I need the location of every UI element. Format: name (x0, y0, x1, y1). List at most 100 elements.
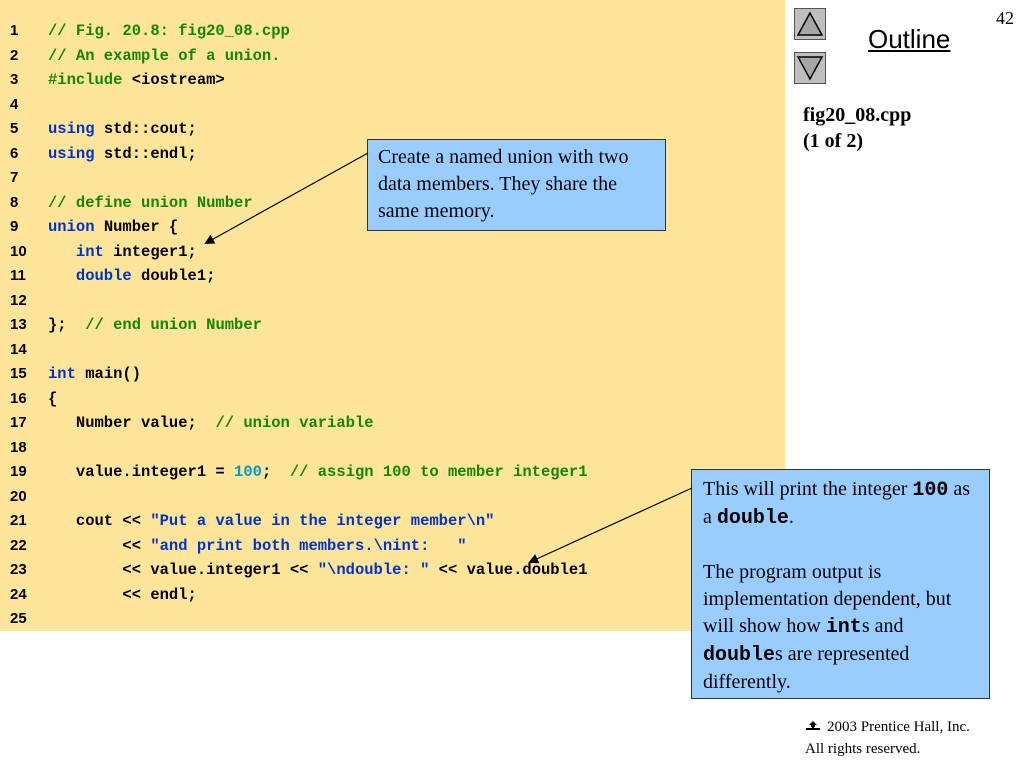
code-line: 10 int integer1; (0, 240, 785, 264)
line-number: 5 (10, 120, 19, 137)
file-part: (1 of 2) (803, 130, 863, 152)
callout-text: as a (703, 478, 971, 528)
code-token: }; (48, 316, 86, 334)
callout-text: The program output is implementation dep… (703, 561, 952, 637)
line-number: 18 (10, 438, 27, 456)
code-text: // Fig. 20.8: fig20_08.cpp (48, 19, 290, 43)
code-token: value.integer1 = (48, 463, 235, 481)
code-text: union Number { (48, 215, 178, 239)
code-text: // define union Number (48, 191, 253, 215)
code-token: // An example of a union. (48, 46, 281, 65)
code-token: // Fig. 20.8: fig20_08.cpp (48, 22, 290, 40)
print-callout: This will print the integer 100 as a dou… (691, 469, 990, 699)
line-number: 16 (10, 389, 27, 407)
code-line: 9 union Number { (0, 215, 785, 239)
code-text: #include <iostream> (48, 68, 225, 92)
code-token: << value.integer1 << (48, 561, 318, 579)
code-line: 21 cout << "Put a value in the integer m… (0, 509, 785, 533)
code-text: value.integer1 = 100; // assign 100 to m… (48, 460, 588, 484)
code-text: << value.integer1 << "\ndouble: " << val… (48, 558, 588, 582)
code-token: std::cout; (103, 120, 197, 138)
callout-code-double: double (703, 644, 776, 667)
code-token: union (48, 218, 104, 236)
line-number: 7 (10, 169, 19, 186)
line-number: 19 (10, 463, 27, 480)
code-text: << "and print both members.\nint: " (48, 534, 467, 558)
code-line: 14 (0, 338, 785, 362)
file-name: fig20_08.cpp (803, 104, 912, 126)
code-token: "Put a value in the integer member\n" (150, 512, 495, 530)
code-token: cout << (48, 512, 151, 530)
code-token: "\ndouble: " (317, 561, 430, 579)
code-token: using (48, 144, 104, 163)
code-token: double (75, 267, 142, 285)
union-callout: Create a named union with two data membe… (367, 139, 666, 231)
callout-text: s and (861, 615, 904, 637)
code-line: 1// Fig. 20.8: fig20_08.cpp (0, 19, 785, 43)
code-token: main() (85, 365, 142, 383)
code-token: double1; (141, 267, 216, 285)
code-line: 2// An example of a union. (0, 44, 785, 68)
code-token: { (48, 389, 58, 408)
line-number: 10 (10, 242, 27, 260)
code-text: cout << "Put a value in the integer memb… (48, 509, 495, 533)
outline-title[interactable]: Outline (868, 24, 951, 54)
code-token: 100 (234, 463, 262, 481)
callout-text: . (788, 506, 794, 528)
code-line: 15 int main() (0, 362, 785, 386)
footer: 2003 Prentice Hall, Inc. All rights rese… (805, 716, 970, 760)
copyright-line: 2003 Prentice Hall, Inc. (805, 716, 970, 738)
code-token: // assign 100 to member integer1 (289, 463, 588, 481)
code-token (48, 243, 76, 261)
code-token: << value.double1 (429, 561, 588, 579)
code-token: ; (261, 463, 290, 481)
callout-code-int: int (825, 616, 862, 639)
line-number: 17 (10, 414, 27, 431)
line-number: 12 (10, 291, 27, 309)
code-token: int (75, 242, 114, 261)
code-token: "and print both members.\nint: " (150, 536, 467, 555)
line-number: 8 (10, 193, 19, 211)
code-token: #include (48, 71, 132, 89)
down-arrow-icon (796, 56, 824, 81)
code-line: 20 (0, 485, 785, 509)
line-number: 23 (10, 561, 27, 578)
callout-code-double: double (716, 507, 789, 530)
code-line: 13}; // end union Number (0, 313, 785, 337)
callout-text: This will print the integer (703, 478, 913, 500)
line-number: 3 (10, 71, 19, 88)
code-text: int main() (48, 362, 141, 386)
code-token: << endl; (48, 585, 197, 604)
line-number: 15 (10, 365, 27, 382)
code-token (48, 267, 76, 285)
code-token: using (48, 120, 104, 138)
line-number: 13 (10, 316, 27, 333)
page-number: 42 (996, 8, 1014, 28)
code-token: integer1; (113, 242, 197, 261)
code-token: Number value; (48, 414, 216, 432)
prentice-hall-logo-icon (805, 717, 821, 730)
copyright-text: 2003 Prentice Hall, Inc. (827, 719, 970, 735)
callout-spacer (703, 532, 978, 559)
code-text: Number value; // union variable (48, 411, 374, 435)
print-callout-paragraph-2: The program output is implementation dep… (703, 559, 978, 696)
code-token: // define union Number (48, 193, 253, 212)
line-number: 20 (10, 487, 27, 505)
line-number: 24 (10, 585, 27, 603)
code-line: 25 (0, 607, 785, 631)
line-number: 22 (10, 536, 27, 554)
code-line: 12 (0, 289, 785, 313)
previous-slide-button[interactable] (794, 8, 826, 40)
line-number: 4 (10, 95, 19, 113)
code-text: double double1; (48, 264, 216, 288)
line-number: 9 (10, 218, 19, 235)
line-number: 25 (10, 610, 27, 627)
next-slide-button[interactable] (794, 52, 826, 84)
code-text: using std::endl; (48, 142, 197, 166)
code-line: 7 (0, 166, 785, 190)
code-line: 24 << endl; (0, 583, 785, 607)
callout-text: s are represented differently. (703, 643, 910, 693)
line-number: 14 (10, 340, 27, 358)
